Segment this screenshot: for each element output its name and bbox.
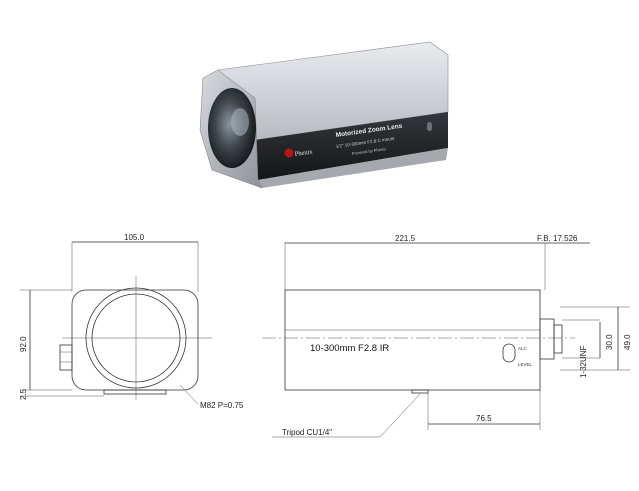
side-height-dim: 49.0 bbox=[623, 334, 632, 350]
tripod-label: Tripod CU1/4" bbox=[282, 428, 332, 437]
lens-body-bottom bbox=[258, 148, 448, 188]
mount-dia-dim: 30.0 bbox=[605, 334, 614, 350]
tripod-offset-dim: 76.5 bbox=[476, 414, 492, 423]
side-length-dim: 221.5 bbox=[395, 234, 416, 243]
front-height-dim: 92.0 bbox=[19, 336, 28, 352]
alc-label: ALC bbox=[518, 346, 528, 351]
phenix-logo-icon bbox=[284, 148, 294, 158]
front-thread-label: M82 P=0.75 bbox=[200, 401, 244, 410]
band-brand: Phenix bbox=[294, 148, 314, 158]
level-label: LEVEL bbox=[518, 362, 533, 367]
front-body-outline bbox=[71, 289, 199, 391]
side-fb-dim: F.B. 17.526 bbox=[537, 234, 578, 243]
side-body-outline bbox=[284, 289, 541, 391]
lens-body-band bbox=[255, 112, 448, 180]
lens-glass-highlight bbox=[231, 108, 249, 136]
led-icon bbox=[427, 122, 432, 131]
mount-thread-label: 1-32UNF bbox=[579, 345, 588, 378]
band-powered: Powered by Phenix bbox=[351, 146, 386, 156]
front-offset-dim: 2.5 bbox=[19, 388, 28, 400]
front-view: 105.0 92.0 2.5 M82 P=0.75 bbox=[19, 233, 244, 410]
side-lens-text: 10-300mm F2.8 IR bbox=[310, 343, 389, 354]
side-view: 221.5 F.B. 17.526 10-300mm F2.8 IR ALC L… bbox=[262, 234, 632, 438]
front-width-dim: 105.0 bbox=[124, 233, 145, 242]
product-render: Motorized Zoom Lens 1/2" 10-300mm F2.8 C… bbox=[199, 41, 449, 189]
